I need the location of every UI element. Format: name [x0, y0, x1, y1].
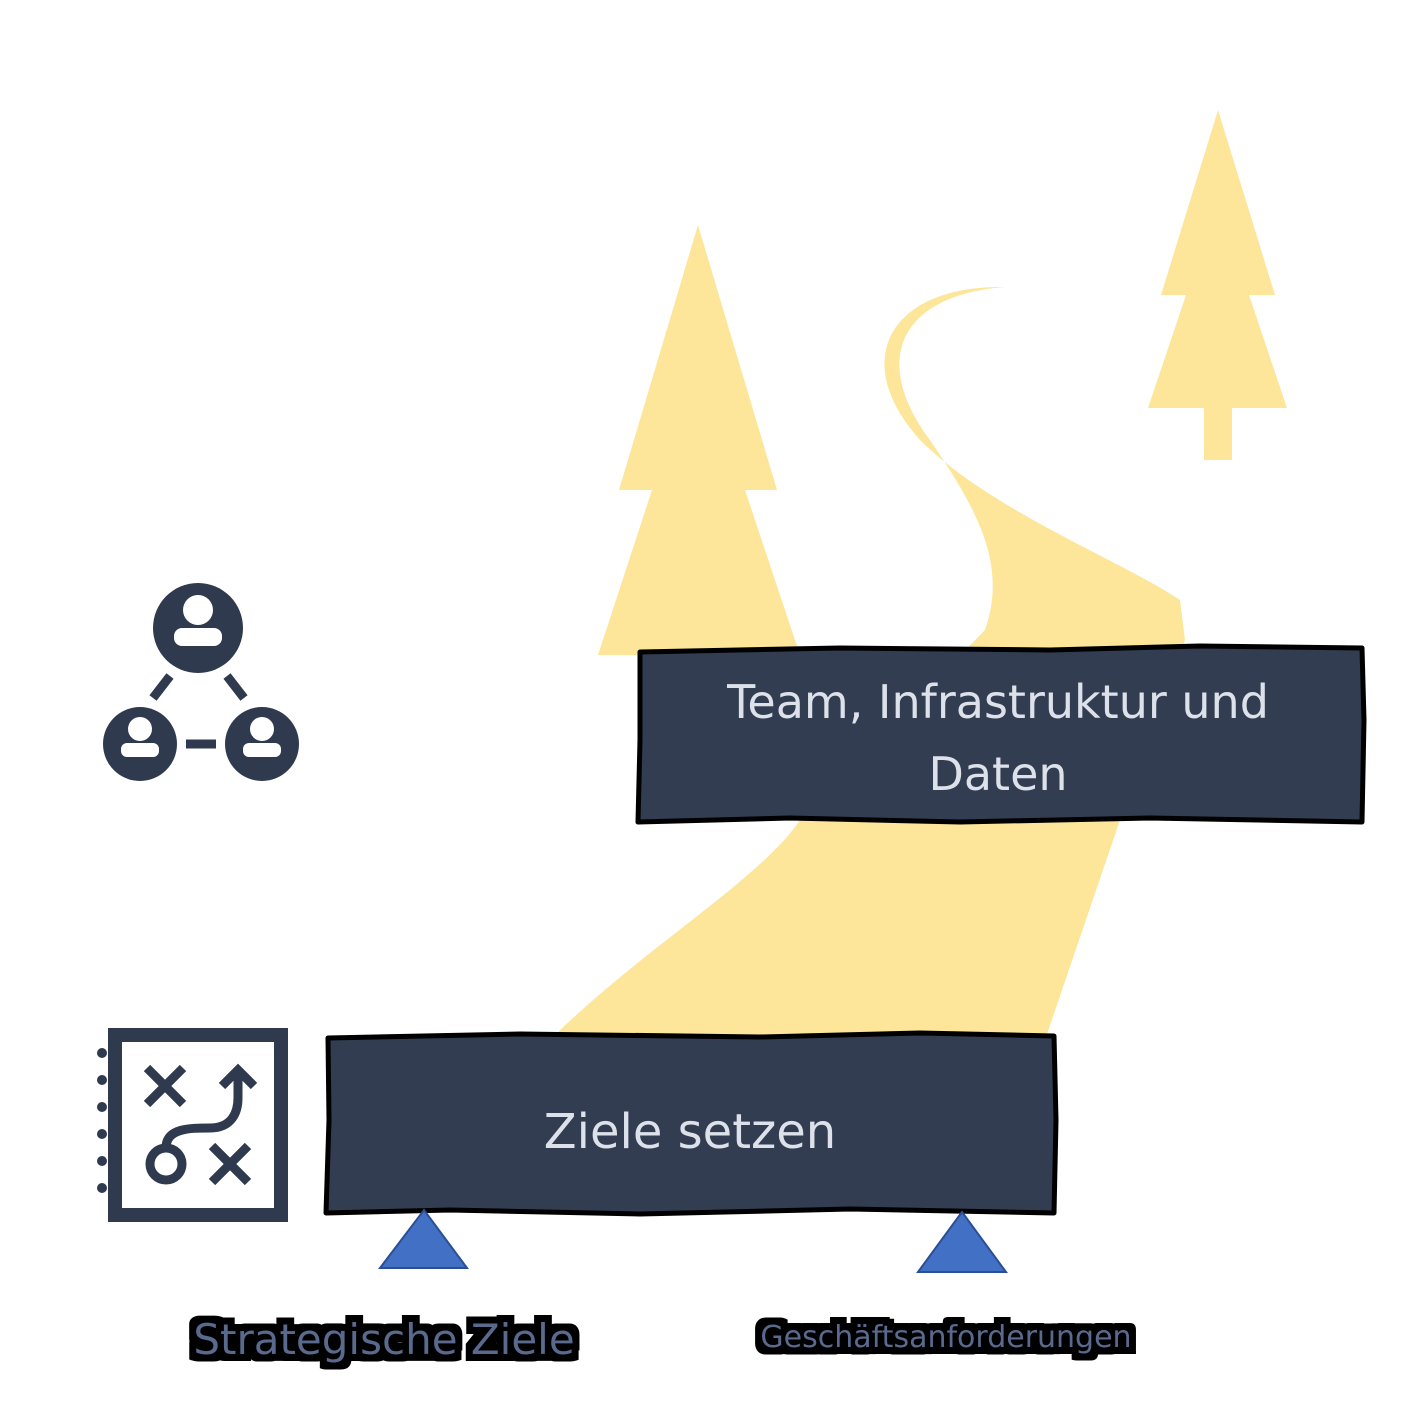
set-goals-box: Ziele setzen — [323, 1030, 1059, 1217]
team-network-icon — [103, 583, 299, 781]
top-box-line1: Team, Infrastruktur und — [726, 675, 1269, 729]
winding-road-icon — [550, 286, 1185, 1040]
bottom-box-label: Ziele setzen — [544, 1104, 836, 1160]
caption-strategic-goals: Strategische Ziele Strategische Ziele — [193, 1315, 574, 1364]
triangle-marker-icon — [377, 1208, 469, 1269]
strategy-notebook-icon — [97, 1028, 288, 1222]
pine-tree-icon — [598, 225, 800, 655]
pine-tree-icon — [1148, 110, 1287, 460]
top-box-shape — [635, 643, 1367, 825]
svg-text:Geschäftsanforderungen: Geschäftsanforderungen — [760, 1320, 1131, 1355]
caption-right-text: Geschäftsanforderungen — [760, 1320, 1131, 1355]
caption-business-requirements: Geschäftsanforderungen Geschäftsanforder… — [760, 1320, 1131, 1355]
svg-text:Strategische Ziele: Strategische Ziele — [193, 1315, 574, 1364]
triangle-marker-icon — [916, 1210, 1008, 1273]
bottom-box-shape — [323, 1030, 1059, 1217]
top-box-line2: Daten — [928, 747, 1067, 801]
team-infrastructure-data-box: Team, Infrastruktur und Daten — [635, 643, 1367, 825]
caption-left-text: Strategische Ziele — [193, 1315, 574, 1364]
